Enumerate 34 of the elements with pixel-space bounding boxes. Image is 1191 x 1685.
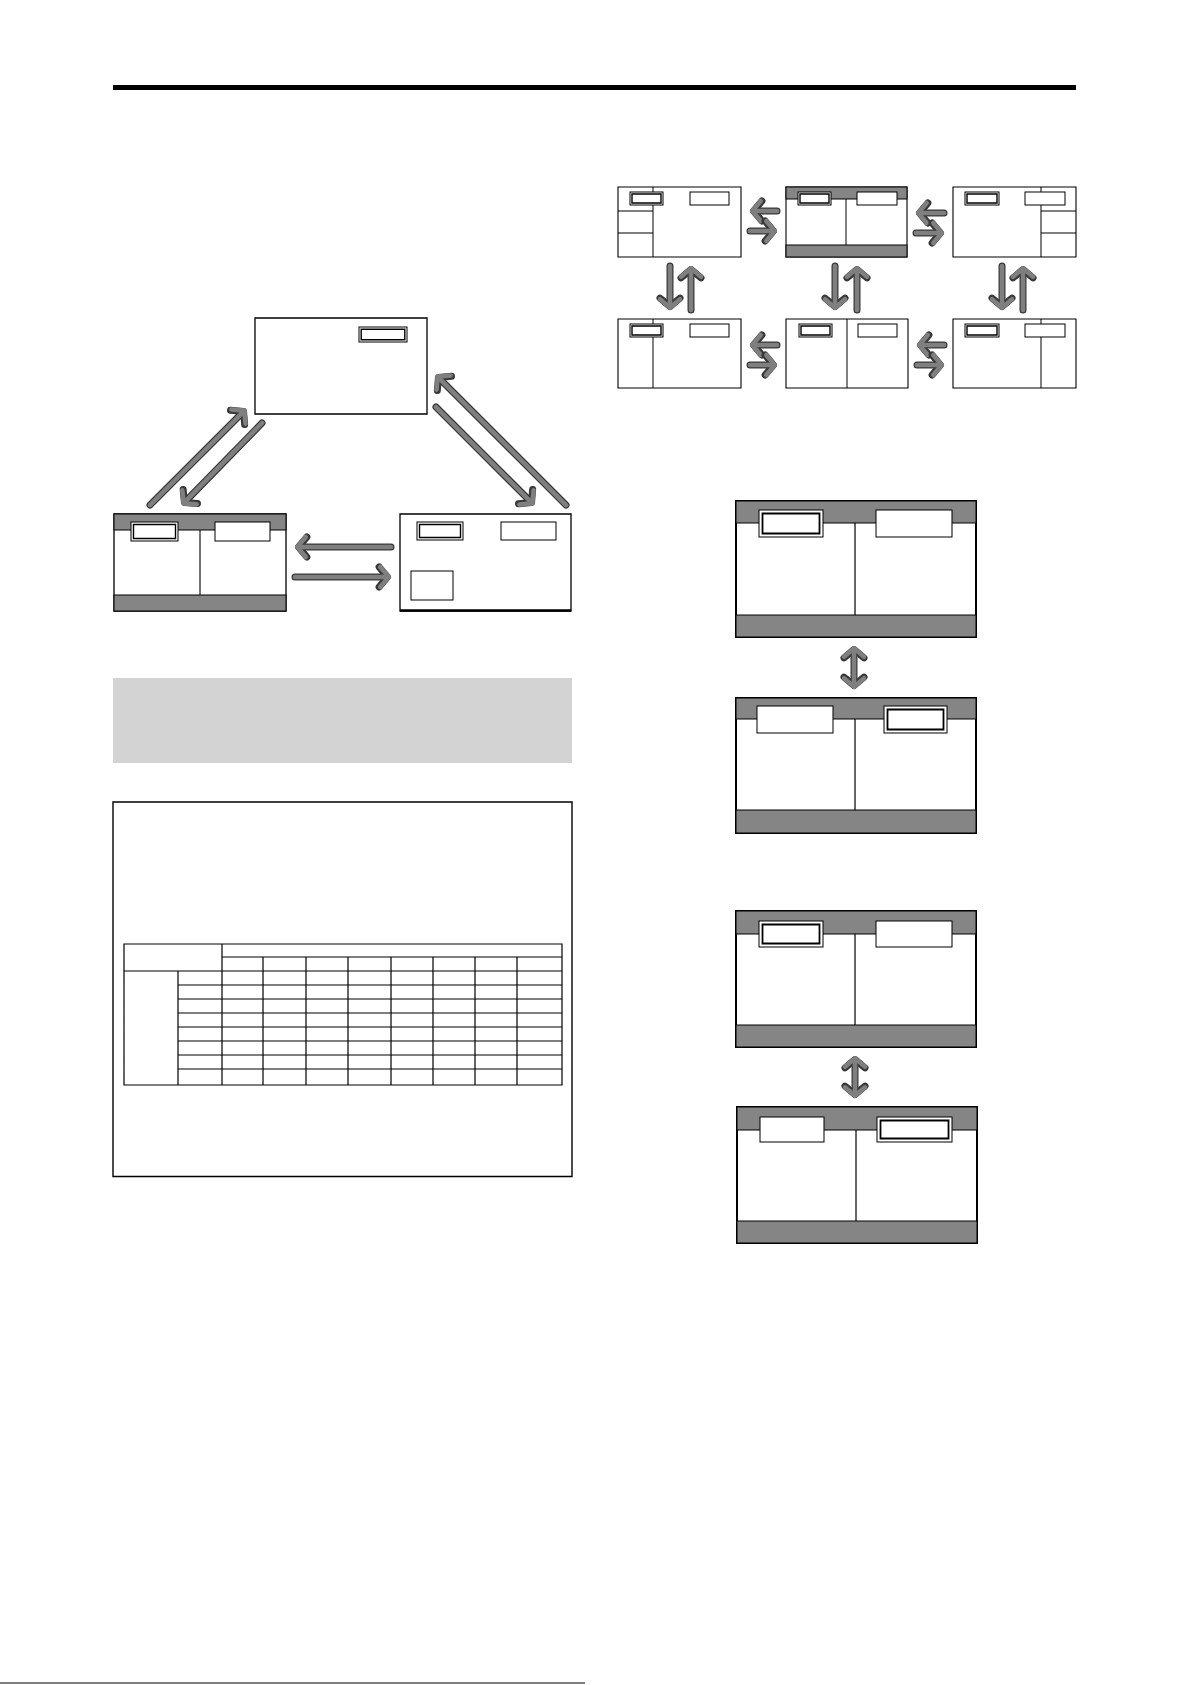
screen-layout bbox=[735, 910, 977, 1048]
screen-layout bbox=[617, 186, 742, 258]
arrow bbox=[750, 331, 781, 359]
arrow bbox=[677, 266, 705, 314]
arrow bbox=[179, 419, 266, 507]
screen-layout bbox=[254, 317, 428, 415]
arrow bbox=[912, 219, 944, 247]
arrow bbox=[433, 372, 570, 509]
arrow bbox=[916, 199, 948, 227]
screen-layout bbox=[785, 318, 909, 389]
arrow bbox=[917, 331, 948, 359]
arrow bbox=[750, 197, 781, 225]
arrow bbox=[746, 351, 777, 379]
arrow bbox=[656, 262, 684, 310]
arrow bbox=[432, 403, 537, 508]
arrow bbox=[841, 1056, 869, 1098]
arrow bbox=[843, 266, 871, 314]
screen-layout bbox=[952, 186, 1077, 258]
screen-layout bbox=[617, 318, 742, 389]
arrow bbox=[840, 646, 868, 689]
arrow bbox=[988, 262, 1016, 310]
screen-layout bbox=[735, 697, 977, 834]
arrow bbox=[913, 351, 944, 379]
screen-layout bbox=[113, 513, 287, 612]
screen-layout bbox=[735, 500, 977, 638]
arrow bbox=[821, 262, 849, 310]
arrow bbox=[295, 533, 395, 561]
arrow bbox=[1009, 266, 1037, 314]
screen-layout bbox=[952, 318, 1077, 389]
arrow bbox=[291, 563, 391, 591]
screen-layout bbox=[785, 186, 908, 258]
arrow bbox=[746, 217, 777, 245]
arrow bbox=[146, 406, 249, 509]
screen-layout bbox=[736, 1106, 978, 1244]
